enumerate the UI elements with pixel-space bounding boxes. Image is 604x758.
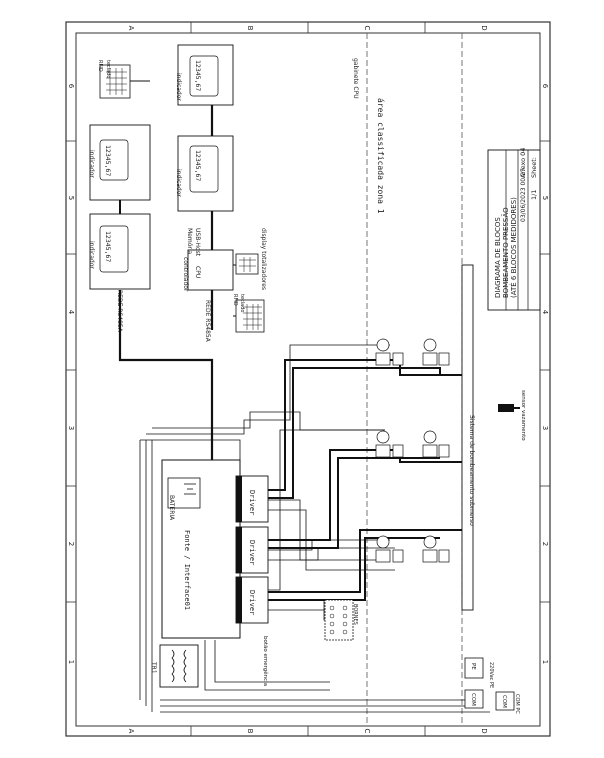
indicator-4-value: 12345,67 [194, 60, 202, 91]
date-label: 03/06/2023 00:27 [520, 168, 527, 222]
zone-col-top-d: D [480, 25, 488, 30]
com-pc-label: COM PC [514, 694, 520, 714]
com-2-label: COM [501, 695, 507, 708]
rfid-keypad-controller: RFID teclado [232, 294, 265, 333]
rede-label-right: REDE RS485A [204, 300, 211, 343]
driver-3-label: Driver [248, 590, 256, 615]
zone-row-left-4: 4 [67, 310, 75, 315]
teclado-controller-label: teclado [239, 294, 245, 312]
driver-2-label: Driver [248, 540, 256, 565]
zone-col-top-c: C [363, 26, 371, 31]
indicator-b-middle: 12345,67 indicador [175, 135, 234, 212]
indicator-top-right: 12345,67 indicador [88, 124, 151, 201]
fonte-label: Fonte / Interface01 [183, 530, 191, 610]
transformer: TR1 [150, 644, 199, 688]
title-line-1-vertical: DIAGRAMA DE BLOCOS [494, 217, 502, 298]
rfid-keypad-top: RFID teclado [97, 60, 131, 99]
indicator-1-label: indicador [88, 241, 95, 269]
zone-col-bottom-b: B [246, 729, 254, 734]
com-box-1: COM [464, 689, 484, 709]
zone-ticks [66, 22, 550, 736]
indicator-4-label: indicador [175, 73, 182, 101]
teclado-top-label: teclado [105, 60, 111, 78]
gabinete-cpu-label: gabinete CPU [352, 58, 359, 99]
rfid-controller-label: RFID [232, 294, 238, 306]
driver-1-label: Driver [248, 490, 256, 515]
driver-2: Driver [235, 526, 269, 574]
trafo-label: TR1 [150, 661, 157, 674]
zone-row-left-2: 2 [67, 542, 75, 546]
display-totalizadores: display totalizadores [235, 228, 267, 290]
indicator-b-left: 12345,67 indicador [175, 44, 234, 106]
zone-col-bottom-d: D [480, 728, 488, 733]
indicator-3-value: 12345,67 [194, 150, 202, 181]
title-line-2-vertical: BOMBEAMENTO PRESSÃO [501, 207, 510, 298]
driver-1: Driver [235, 475, 269, 523]
zone-col-top-b: B [246, 26, 254, 31]
memory-label: Memória [186, 228, 193, 255]
sheet-value: 1/1 [530, 190, 538, 200]
bateria-label: BATERIA [168, 495, 175, 521]
bornes-label: BORNES [352, 604, 358, 625]
sensor-vazamento-label: sensor vazamento [520, 390, 526, 441]
title-line-3-vertical: (ATÉ 6 BLOCOS MEDIDORES) [509, 197, 518, 298]
title-block: DIAGRAMA DE BLOCOS [487, 149, 541, 311]
com-1-label: COM [470, 693, 476, 706]
sistema-bombeamento-label: Sistema de bombeamento submerso [468, 415, 475, 526]
display-totalizadores-label: display totalizadores [260, 228, 267, 290]
fonte-interface-block: Fonte / Interface01 BATERIA [161, 459, 241, 639]
bus-lines [118, 80, 236, 460]
botao-emergencia-label: botão emergência [262, 636, 269, 686]
zone-row-left-5: 5 [67, 196, 75, 200]
zone-col-bottom-a: A [127, 729, 135, 734]
zone-row-left-3: 3 [67, 426, 75, 430]
pe-label: PE [470, 663, 476, 670]
control-wiring [139, 344, 490, 713]
cpu-label: CPU [194, 266, 201, 278]
bornes-terminal-block: BORNES [324, 599, 358, 641]
controller-box: controlador CPU Memória USB-Host [182, 228, 234, 292]
sistema-bombeamento: Sistema de bombeamento submerso [461, 264, 475, 611]
com-box-2: COM COM PC [495, 691, 520, 714]
zone-row-left-6: 6 [67, 84, 75, 89]
rfid-top-label: RFID [97, 60, 103, 72]
indicator-3-label: indicador [175, 169, 182, 197]
zone-row-left-1: 1 [67, 660, 75, 664]
zone-col-top-a: A [127, 26, 135, 31]
usb-host-label: USB-Host [194, 228, 201, 257]
controller-label: controlador [182, 257, 189, 292]
cable-220v-label: 220Vac PE [488, 662, 494, 688]
sensor-vazamento: sensor vazamento [498, 390, 526, 441]
driver-3: Driver [235, 576, 269, 624]
zone-row-right-3: 3 [541, 426, 549, 430]
pump-block-2 [375, 430, 450, 458]
area-classificada-label: área classificada zona 1 [376, 98, 385, 214]
power-lines [268, 359, 462, 601]
zone-row-right-2: 2 [541, 542, 549, 546]
indicator-1-value: 12345,67 [104, 231, 112, 262]
indicator-2-value: 12345,67 [104, 145, 112, 176]
zone-row-right-6: 6 [541, 84, 549, 89]
sheet-label: Sheet: [530, 157, 538, 178]
pump-block-3 [375, 535, 450, 563]
indicator-2-label: indicador [88, 150, 95, 178]
indicator-bottom-right: 12345,67 indicador [88, 213, 151, 290]
annex-label: Anexo 04 [519, 148, 527, 178]
zone-row-right-1: 1 [541, 660, 549, 664]
zone-row-right-5: 5 [541, 196, 549, 200]
zone-row-right-4: 4 [541, 310, 549, 315]
pump-block-1 [375, 338, 450, 366]
pe-box: PE 220Vac PE [464, 657, 494, 688]
zone-col-bottom-c: C [363, 729, 371, 734]
